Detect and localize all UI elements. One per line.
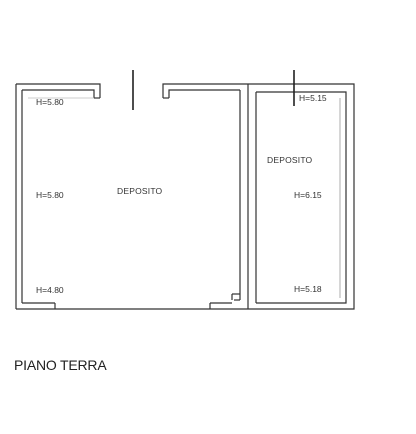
room-left-name: DEPOSITO	[117, 186, 163, 196]
room-left-height-top: H=5.80	[36, 97, 64, 107]
floor-caption: PIANO TERRA	[14, 357, 107, 373]
room-right-height-top: H=5.15	[299, 93, 327, 103]
room-left-walls	[15, 83, 249, 310]
room-right-height-middle: H=6.15	[294, 190, 322, 200]
room-right-height-bottom: H=5.18	[294, 284, 322, 294]
room-right-name: DEPOSITO	[267, 155, 313, 165]
room-right-walls	[248, 83, 355, 310]
room-left-height-middle: H=5.80	[36, 190, 64, 200]
room-left-height-bottom: H=4.80	[36, 285, 64, 295]
